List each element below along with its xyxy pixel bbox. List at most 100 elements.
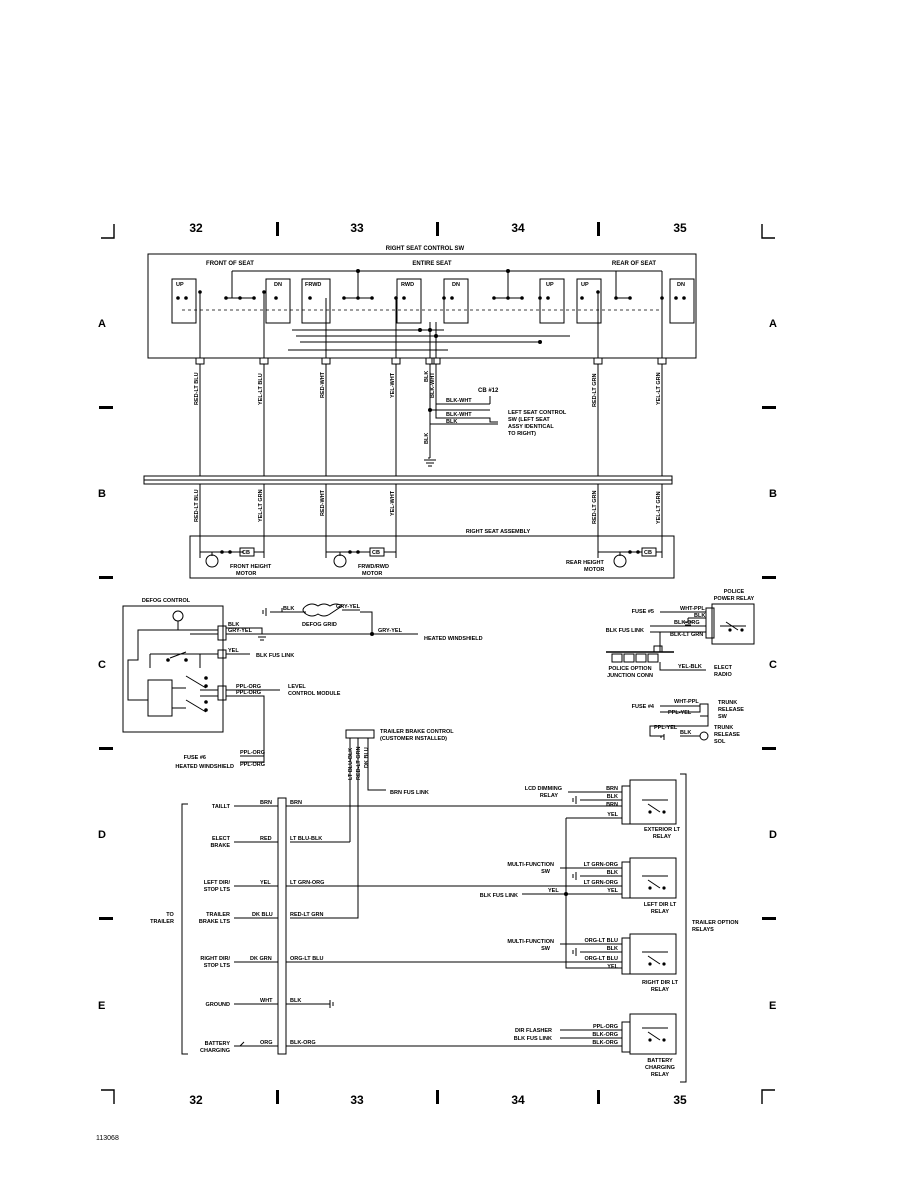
elect-radio-label: ELECT — [714, 665, 733, 671]
junction-conn-label: POLICE OPTION — [608, 666, 651, 672]
column-label: 33 — [350, 221, 364, 235]
switch-label: DN — [677, 282, 685, 288]
trunk-solenoid-label: SOL — [714, 739, 726, 745]
column-label: 35 — [673, 1093, 687, 1107]
switch-label: UP — [546, 282, 554, 288]
seat-harness-wires: RED-LT BLU YEL-LT BLU RED-WHT YEL-WHT BL… — [194, 364, 663, 476]
left-relay-label: LEFT DIR LT — [644, 902, 677, 908]
row-label: A — [769, 318, 777, 330]
trailer-row-battery: BATTERY CHARGING ORG BLK-ORG — [200, 1040, 316, 1054]
trunk-switch-label: TRUNK — [718, 700, 737, 706]
lcd-dimming-label: LCD DIMMING — [525, 786, 562, 792]
motor-label: FRONT HEIGHT — [230, 564, 272, 570]
row-label: D — [769, 829, 777, 841]
battery-relay-label: CHARGING — [645, 1065, 675, 1071]
seat-wire-label: BLK-WHT — [430, 372, 436, 398]
trailer-relays-label: TRAILER OPTION — [692, 920, 738, 926]
fuse4-label: FUSE #4 — [632, 704, 655, 710]
ext-relay-label: RELAY — [653, 834, 671, 840]
left-seat-wire-label: BLK — [446, 419, 457, 425]
column-label: 32 — [189, 221, 203, 235]
seat-wire-label: RED-LT GRN — [592, 490, 598, 524]
trailer-wire-left: DK BLU — [252, 912, 273, 918]
switch-label: DN — [452, 282, 460, 288]
trailer-control-wire: RED-LT GRN — [356, 746, 362, 780]
switch-label: DN — [274, 282, 282, 288]
trailer-row-label: TRAILER — [206, 912, 230, 918]
battery-relay-label: BATTERY — [647, 1058, 673, 1064]
yel-wire-label: YEL — [548, 888, 559, 894]
defog-grid-label: DEFOG GRID — [302, 622, 337, 628]
multi-function-label: MULTI-FUNCTION — [507, 862, 554, 868]
trunk-wire-label: WHT-PPL — [674, 699, 699, 705]
dir-flasher-label: DIR FLASHER — [515, 1028, 552, 1034]
defog-wire-label: PPL-ORG — [236, 690, 261, 696]
trailer-wire-right: ORG-LT BLU — [290, 956, 324, 962]
trailer-row-label: TAILLT — [212, 804, 231, 810]
right-relay-wire: BLK — [607, 946, 618, 952]
heated-windshield-label: HEATED WINDSHIELD — [424, 636, 483, 642]
seat-switch-connector — [195, 357, 667, 365]
trailer-wire-left: YEL — [260, 880, 271, 886]
entire-seat-label: ENTIRE SEAT — [412, 261, 452, 267]
ext-relay-wire: YEL — [607, 812, 618, 818]
trailer-row-label: RIGHT DIR/ — [200, 956, 230, 962]
trailer-row-label: BATTERY — [205, 1041, 231, 1047]
figure-id: 113068 — [96, 1135, 119, 1142]
trailer-brake-control-label: (CUSTOMER INSTALLED) — [380, 736, 447, 742]
elect-radio-label: RADIO — [714, 672, 732, 678]
left-seat-wire-label: BLK-WHT — [446, 412, 472, 418]
ext-relay-wire: BLK — [607, 794, 618, 800]
battery-relay-wire: BLK-ORG — [592, 1040, 618, 1046]
row-label: A — [98, 318, 106, 330]
trailer-relays-label: RELAYS — [692, 927, 714, 933]
seat-wire-label: RED-WHT — [320, 489, 326, 516]
left-relay-wire: YEL — [607, 888, 618, 894]
switch-label: UP — [176, 282, 184, 288]
heated-windshield-2-label: HEATED WINDSHIELD — [175, 764, 234, 770]
row-labels: A B C D E A B C D E — [98, 318, 777, 1012]
trunk-solenoid-label: RELEASE — [714, 732, 740, 738]
heated-windshield-2-wire: PPL-ORG — [240, 762, 265, 768]
exterior-lt-relay: LCD DIMMING RELAY BRN BLK BRN YEL EXTERI… — [525, 779, 681, 840]
left-seat-note: SW (LEFT SEAT — [508, 417, 550, 423]
seat-wire-label: YEL-LT GRN — [656, 491, 662, 524]
row-label: B — [769, 488, 777, 500]
trailer-option-relays: TRAILER OPTION RELAYS LCD DIMMING RELAY … — [480, 773, 738, 1083]
junction-conn-label: JUNCTION CONN — [607, 673, 653, 679]
seat-wire-label: RED-WHT — [320, 371, 326, 398]
left-relay-wire: LT GRN-ORG — [584, 862, 618, 868]
police-power-relay: POLICE POWER RELAY FUSE #5 BLK FUS LINK … — [606, 589, 755, 745]
trailer-row-label: ELECT — [212, 836, 231, 842]
front-height-motor-icon — [205, 554, 219, 568]
right-relay-wire: ORG-LT BLU — [584, 938, 618, 944]
ext-relay-wire: BRN — [606, 786, 618, 792]
trailer-row-elect-brake: ELECT BRAKE RED LT BLU-BLK — [210, 836, 322, 849]
trailer-wire-right: LT GRN-ORG — [290, 880, 324, 886]
multi-function-label: SW — [541, 946, 551, 952]
row-label: E — [769, 1000, 776, 1012]
column-labels-bottom: 32 33 34 35 — [189, 1093, 687, 1107]
heated-windshield-wire: GRY-YEL — [378, 628, 403, 634]
multi-function-label: SW — [541, 869, 551, 875]
elect-radio-wire: YEL-BLK — [678, 664, 702, 670]
left-dir-lt-relay: MULTI-FUNCTION SW LT GRN-ORG BLK LT GRN-… — [480, 857, 677, 915]
to-trailer-label: TO — [166, 912, 174, 918]
right-relay-wire: ORG-LT BLU — [584, 956, 618, 962]
seat-wire-label: BLK — [424, 371, 430, 382]
to-trailer-label: TRAILER — [150, 919, 174, 925]
column-label: 35 — [673, 221, 687, 235]
defog-wire-label: GRY-YEL — [228, 628, 253, 634]
right-relay-label: RELAY — [651, 987, 669, 993]
defog-wire-label: BLK — [228, 622, 239, 628]
right-relay-wire: YEL — [607, 964, 618, 970]
defog-wire-label: PPL-ORG — [236, 684, 261, 690]
trailer-wire-left: WHT — [260, 998, 273, 1004]
battery-relay-wire: PPL-ORG — [593, 1024, 618, 1030]
seat-assembly-title: RIGHT SEAT ASSEMBLY — [466, 529, 531, 535]
column-label: 34 — [511, 1093, 525, 1107]
row-label: D — [98, 829, 106, 841]
motor-label: FRWD/RWD — [358, 564, 389, 570]
trailer-wire-right: RED-LT GRN — [290, 912, 324, 918]
